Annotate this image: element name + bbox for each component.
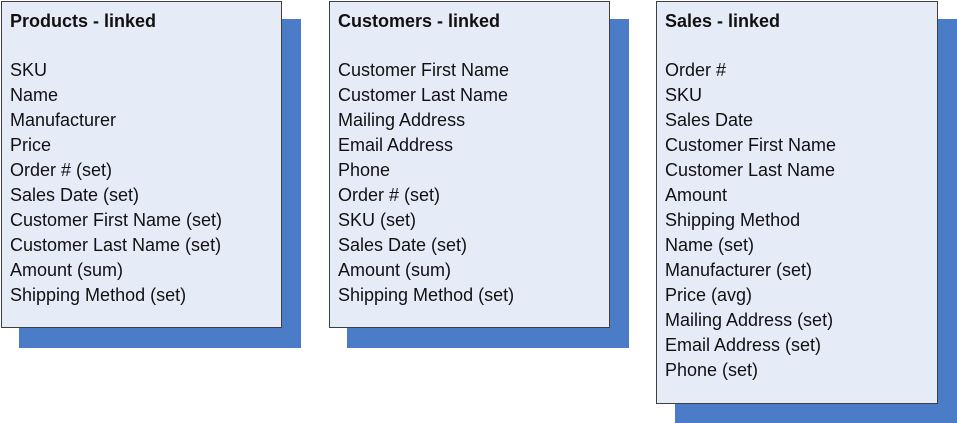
field-item: Amount (sum) <box>10 260 124 280</box>
field-item: Email Address (set) <box>665 335 822 355</box>
field-item: Amount <box>665 185 728 205</box>
table-customers: Customers - linked Customer First Name C… <box>329 1 629 349</box>
field-item: Order # (set) <box>10 160 113 180</box>
field-item: Shipping Method <box>665 210 801 230</box>
field-item: Shipping Method (set) <box>10 285 187 305</box>
field-item: SKU (set) <box>338 210 417 230</box>
field-item: Customer First Name <box>338 60 510 80</box>
table-title: Products - linked <box>10 11 157 31</box>
field-item: Sales Date <box>665 110 754 130</box>
field-item: Order # (set) <box>338 185 441 205</box>
field-item: Customer Last Name <box>338 85 509 105</box>
field-item: Customer Last Name <box>665 160 836 180</box>
field-item: Amount (sum) <box>338 260 452 280</box>
field-item: Phone (set) <box>665 360 759 380</box>
table-sales: Sales - linked Order # SKU Sales Date Cu… <box>656 1 957 423</box>
table-products: Products - linked SKU Name Manufacturer … <box>1 1 301 349</box>
field-item: Email Address <box>338 135 454 155</box>
field-item: Customer First Name <box>665 135 837 155</box>
field-item: Shipping Method (set) <box>338 285 515 305</box>
table-title: Customers - linked <box>338 11 501 31</box>
field-list: SKU Name Manufacturer Price Order # (set… <box>10 58 273 308</box>
field-item: Name <box>10 85 59 105</box>
table-box: Sales - linked Order # SKU Sales Date Cu… <box>656 1 938 404</box>
field-item: Sales Date (set) <box>10 185 140 205</box>
field-item: Manufacturer <box>10 110 117 130</box>
field-item: Mailing Address (set) <box>665 310 834 330</box>
field-item: Order # <box>665 60 727 80</box>
field-item: Customer Last Name (set) <box>10 235 222 255</box>
field-list: Customer First Name Customer Last Name M… <box>338 58 601 308</box>
field-item: Mailing Address <box>338 110 466 130</box>
field-item: Sales Date (set) <box>338 235 468 255</box>
field-item: SKU <box>10 60 48 80</box>
field-list: Order # SKU Sales Date Customer First Na… <box>665 58 929 383</box>
field-item: Customer First Name (set) <box>10 210 223 230</box>
field-item: SKU <box>665 85 703 105</box>
field-item: Name (set) <box>665 235 755 255</box>
field-item: Price (avg) <box>665 285 753 305</box>
field-item: Phone <box>338 160 391 180</box>
table-title: Sales - linked <box>665 11 781 31</box>
table-box: Products - linked SKU Name Manufacturer … <box>1 1 282 328</box>
table-box: Customers - linked Customer First Name C… <box>329 1 610 328</box>
field-item: Price <box>10 135 52 155</box>
field-item: Manufacturer (set) <box>665 260 813 280</box>
